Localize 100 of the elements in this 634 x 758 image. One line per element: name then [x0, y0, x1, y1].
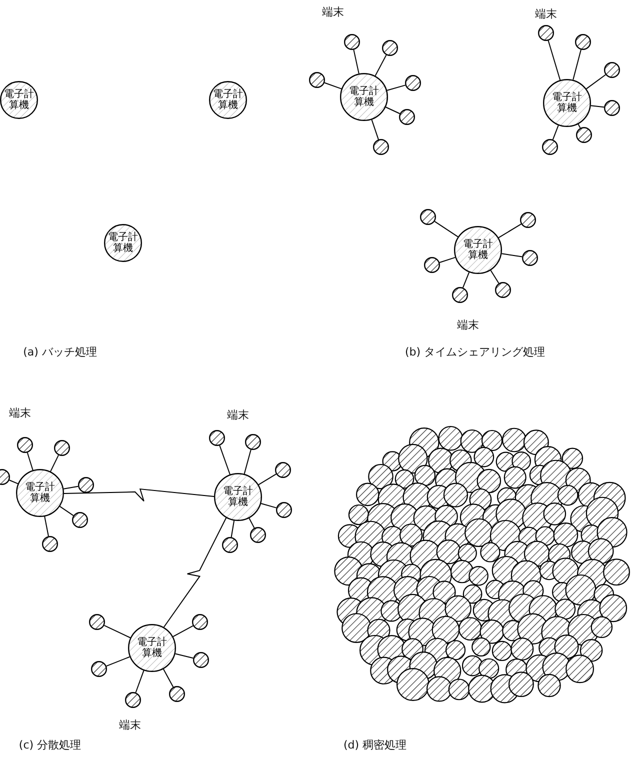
terminal-circle [78, 477, 94, 493]
terminal-circle [54, 440, 70, 456]
terminal-circle [420, 209, 436, 225]
connection-line [244, 449, 252, 474]
terminal-circle [309, 72, 325, 88]
computer-circle [340, 73, 388, 121]
terminal-circle [522, 250, 538, 266]
terminal-circle [89, 614, 105, 630]
communication-line [64, 488, 214, 502]
terminal-circle [399, 109, 415, 125]
connection-line [386, 84, 406, 91]
terminal-circle [576, 127, 592, 143]
connection-line [260, 503, 277, 508]
connection-line [353, 49, 360, 74]
computer-circle [128, 624, 176, 672]
connection-line [462, 272, 470, 288]
terminal-circle [542, 139, 558, 155]
connection-line [174, 653, 194, 659]
connection-line [258, 474, 277, 486]
panel-caption: (b) タイムシェアリング処理 [404, 344, 546, 360]
terminal-circle [245, 434, 261, 450]
connection-line [385, 106, 400, 114]
computer-label: 電子計算機 [348, 86, 380, 108]
connection-line [324, 82, 342, 90]
computer-circle [16, 469, 64, 517]
terminal-circle [373, 139, 389, 155]
connection-line [498, 224, 522, 238]
connection-line [434, 220, 458, 238]
connection-line [490, 270, 500, 284]
terminal-circle [222, 537, 238, 553]
computer-circle [104, 224, 142, 262]
computer-label: 電子計算機 [462, 239, 494, 261]
computer-label: 電子計算機 [222, 486, 254, 508]
connection-line [439, 256, 456, 264]
terminal-circle [424, 257, 440, 273]
connection-line [548, 40, 561, 80]
terminal-label: 端末 [322, 4, 344, 20]
connection-line [230, 520, 235, 538]
terminal-circle [275, 462, 291, 478]
computer-label: 電子計算機 [4, 89, 34, 111]
terminal-circle [538, 25, 554, 41]
connection-line [572, 49, 582, 80]
connection-line [26, 452, 34, 471]
terminal-circle [604, 62, 620, 78]
computer-circle [214, 473, 262, 521]
connection-line [219, 445, 230, 475]
terminal-circle [91, 661, 107, 677]
connection-line [374, 54, 387, 76]
terminal-circle [169, 686, 185, 702]
connection-line [106, 656, 130, 667]
terminal-label: 端末 [457, 318, 479, 332]
terminal-circle [382, 40, 398, 56]
computer-label: 電子計算機 [212, 89, 244, 111]
communication-line [163, 517, 227, 628]
connection-line [104, 624, 131, 638]
terminal-label: 端末 [227, 408, 249, 422]
terminal-label: 端末 [9, 406, 31, 420]
terminal-circle [276, 502, 292, 518]
connection-line [552, 124, 559, 140]
computer-label: 電子計算機 [552, 92, 582, 114]
connection-line [501, 253, 523, 258]
terminal-circle [575, 34, 591, 50]
connection-line [135, 670, 144, 693]
connection-line [371, 119, 379, 140]
connection-line [59, 506, 74, 516]
computer-label: 電子計算機 [136, 637, 168, 659]
terminal-circle [405, 75, 421, 91]
panel-caption: (a) バッチ処理 [23, 344, 97, 360]
connection-line [172, 625, 194, 638]
terminal-circle [250, 527, 266, 543]
terminal-circle [125, 692, 141, 708]
connection-line [63, 486, 79, 490]
computer-circle [209, 81, 247, 119]
terminal-label: 端末 [535, 6, 557, 22]
terminal-circle [193, 652, 209, 668]
terminal-circle [452, 287, 468, 303]
computer-circle [0, 81, 38, 119]
connection-line [8, 480, 18, 484]
connection-line [590, 105, 605, 108]
connection-line [248, 518, 255, 528]
terminal-circle [344, 34, 360, 50]
computer-circle [454, 226, 502, 274]
panel-caption: (c) 分散処理 [18, 738, 82, 752]
connection-line [44, 516, 49, 537]
connection-line [162, 668, 174, 688]
terminal-circle [495, 282, 511, 298]
panel-caption: (d) 稠密処理 [343, 738, 407, 752]
computer-circle [543, 79, 591, 127]
terminal-circle [42, 536, 58, 552]
connection-line [50, 454, 59, 472]
computer-label: 電子計算機 [108, 232, 138, 254]
computer-label: 電子計算機 [24, 482, 56, 504]
terminal-circle [192, 614, 208, 630]
terminal-label: 端末 [119, 718, 141, 732]
terminal-circle [209, 430, 225, 446]
connection-line [586, 74, 606, 90]
terminal-circle [17, 437, 33, 453]
terminal-circle [604, 100, 620, 116]
terminal-circle [520, 212, 536, 228]
terminal-circle [72, 512, 88, 528]
